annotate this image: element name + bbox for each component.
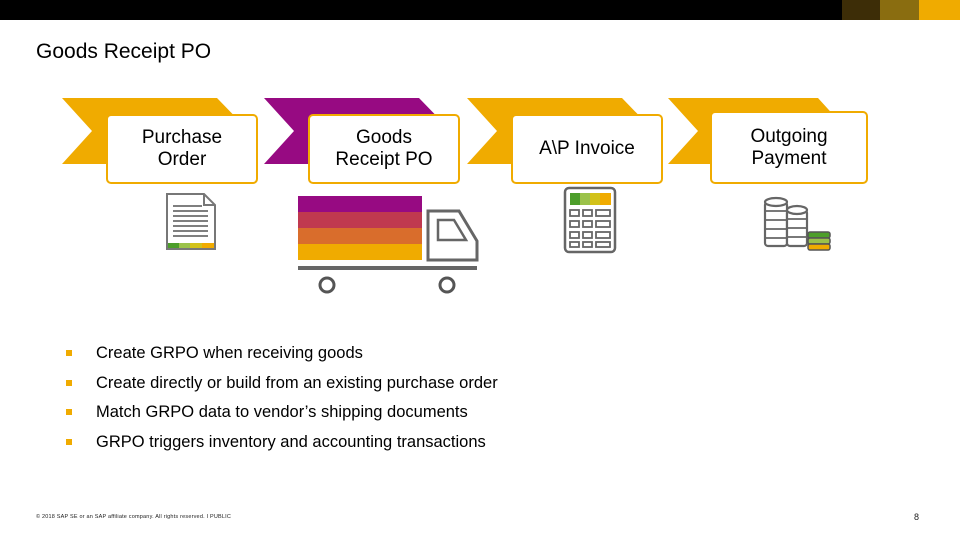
list-item: Create GRPO when receiving goods <box>66 340 498 370</box>
bullet-text: GRPO triggers inventory and accounting t… <box>96 433 486 452</box>
process-step-outgoing-payment: Outgoing Payment <box>668 98 870 188</box>
process-step-purchase-order: Purchase Order <box>62 98 262 188</box>
bullet-text: Match GRPO data to vendor’s shipping doc… <box>96 403 468 422</box>
bullet-text: Create GRPO when receiving goods <box>96 344 363 362</box>
top-swatch-gold <box>919 0 960 20</box>
step-label: Outgoing Payment <box>710 111 868 184</box>
delivery-truck-icon <box>298 196 479 294</box>
list-item: Match GRPO data to vendor’s shipping doc… <box>66 399 498 429</box>
list-item: Create directly or build from an existin… <box>66 370 498 400</box>
top-swatch-dark <box>842 0 880 20</box>
top-swatch-mid <box>880 0 919 20</box>
coin-stacks-icon <box>763 196 831 251</box>
bullet-marker <box>66 379 72 386</box>
calculator-icon <box>563 186 617 254</box>
process-step-ap-invoice: A\P Invoice <box>467 98 667 188</box>
step-label: A\P Invoice <box>511 114 663 184</box>
bullet-marker <box>66 439 72 446</box>
process-step-goods-receipt: Goods Receipt PO <box>264 98 464 188</box>
bullet-marker <box>66 409 72 416</box>
step-label: Purchase Order <box>106 114 258 184</box>
document-icon <box>166 193 216 250</box>
page-title: Goods Receipt PO <box>36 40 212 63</box>
top-bar <box>0 0 960 20</box>
page-number: 8 <box>914 512 920 522</box>
bullet-text: Create directly or build from an existin… <box>96 373 498 392</box>
bullet-list: Create GRPO when receiving goods Create … <box>66 340 498 459</box>
list-item: GRPO triggers inventory and accounting t… <box>66 429 498 459</box>
step-label: Goods Receipt PO <box>308 114 460 184</box>
copyright-footer: © 2018 SAP SE or an SAP affiliate compan… <box>36 514 232 520</box>
bullet-marker <box>66 350 72 356</box>
